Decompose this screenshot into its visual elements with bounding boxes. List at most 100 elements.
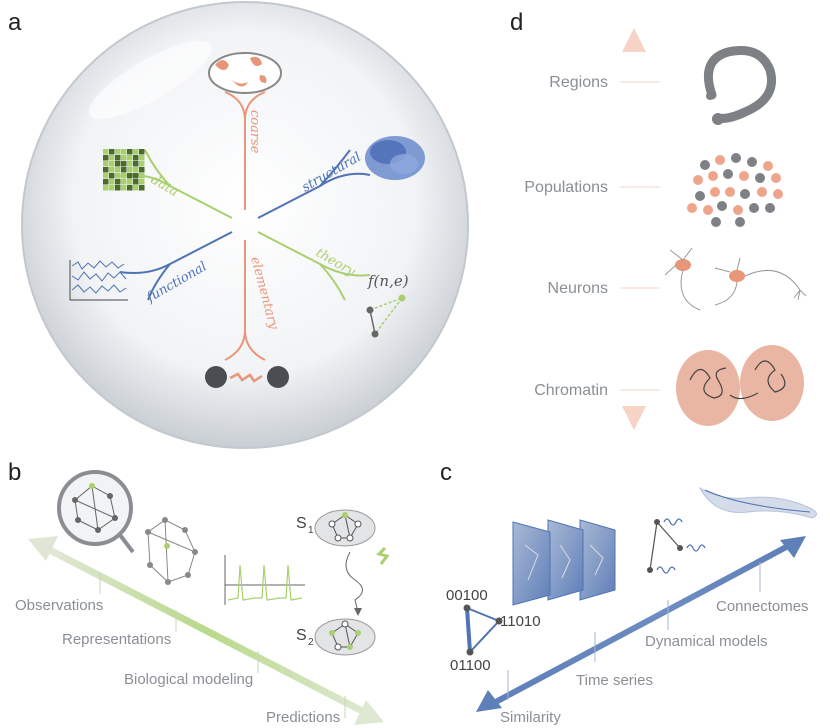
worm-body-icon [698, 486, 817, 519]
population-dot [735, 217, 745, 227]
scale-label-regions: Regions [549, 74, 608, 91]
matrix-cell [121, 155, 127, 161]
inference-arrow-end [354, 700, 384, 725]
theory-formula: f(n,e) [367, 272, 409, 290]
transition-arrowhead [354, 608, 362, 616]
modeling-label-3: Similarity [500, 709, 561, 726]
matrix-cell [109, 179, 115, 185]
modeling-arrow-start [476, 690, 502, 712]
binary-code-2: 11010 [500, 613, 541, 630]
matrix-cell [115, 173, 121, 179]
binary-code-3: 01100 [450, 657, 491, 674]
matrix-cell [109, 161, 115, 167]
inference-label-0: Observations [15, 597, 103, 614]
population-dot [695, 191, 705, 201]
neurons-icon [664, 247, 807, 311]
data-matrix-icon [103, 149, 145, 191]
representation-graph-icon [145, 517, 198, 585]
state1-subscript: 1 [308, 525, 314, 536]
functional-branch [119, 231, 233, 301]
matrix-cell [133, 185, 139, 191]
population-dot [749, 203, 759, 213]
population-dot [715, 155, 725, 165]
matrix-cell [121, 167, 127, 173]
elementary-branch [224, 240, 266, 361]
population-dot [773, 189, 783, 199]
matrix-cell [127, 161, 133, 167]
matrix-cell [133, 161, 139, 167]
scale-label-chromatin: Chromatin [534, 382, 608, 399]
matrix-cell [109, 185, 115, 191]
regions-tract-icon [704, 46, 776, 123]
inference-label-2: Biological modeling [124, 671, 253, 688]
matrix-cell [103, 179, 109, 185]
scale-label-neurons: Neurons [548, 280, 608, 297]
matrix-cell [127, 185, 133, 191]
population-dot [711, 217, 721, 227]
theory-branch [257, 231, 371, 301]
regions-node-icon [712, 113, 724, 125]
timeseries-icon [69, 260, 128, 301]
populations-dots-icon [687, 153, 783, 227]
transition-path [345, 551, 363, 613]
matrix-cell [127, 167, 133, 173]
population-dot [740, 189, 750, 199]
matrix-cell [133, 179, 139, 185]
population-dot [710, 187, 720, 197]
scale-label-populations: Populations [524, 179, 608, 196]
matrix-cell [139, 167, 145, 173]
worm-connectome-icon [704, 489, 811, 513]
scale-arrow-up [622, 28, 646, 52]
brain-scan-icon [365, 136, 425, 180]
panel-d-letter: d [510, 9, 523, 36]
population-dot [687, 203, 697, 213]
panel-a-letter: a [8, 9, 22, 36]
matrix-cell [109, 167, 115, 173]
matrix-cell [115, 179, 121, 185]
interaction-squiggle [229, 372, 263, 383]
matrix-cell [103, 161, 109, 167]
population-dot [693, 175, 703, 185]
inference-axis [38, 541, 372, 719]
matrix-cell [139, 185, 145, 191]
population-dot [717, 201, 727, 211]
matrix-cell [115, 167, 121, 173]
matrix-cell [139, 161, 145, 167]
stimulus-bolt-icon [376, 546, 390, 565]
matrix-cell [139, 155, 145, 161]
population-dot [763, 161, 773, 171]
modeling-axis [488, 542, 792, 708]
population-dot [739, 171, 749, 181]
matrix-cell [133, 149, 139, 155]
inference-label-3: Predictions [266, 709, 340, 726]
chromatin-icon [676, 345, 804, 426]
matrix-cell [115, 185, 121, 191]
matrix-cell [103, 155, 109, 161]
similarity-graph-icon [463, 604, 503, 656]
population-dot [755, 173, 765, 183]
sphere-highlight [88, 40, 212, 120]
spike-train-icon [224, 555, 305, 605]
structural-branch [257, 149, 371, 219]
matrix-cell [121, 161, 127, 167]
modeling-label-1: Dynamical models [645, 633, 768, 650]
matrix-cell [109, 173, 115, 179]
matrix-cell [127, 173, 133, 179]
population-dot [747, 157, 757, 167]
matrix-cell [121, 185, 127, 191]
panel-b-letter: b [8, 459, 21, 486]
population-dot [723, 169, 733, 179]
matrix-cell [109, 149, 115, 155]
dynamical-model-icon [647, 518, 706, 574]
state2-brain-icon [314, 618, 376, 656]
state1-label: S [296, 515, 307, 532]
matrix-cell [109, 155, 115, 161]
matrix-cell [121, 173, 127, 179]
matrix-cell [115, 161, 121, 167]
matrix-cell [127, 155, 133, 161]
matrix-cell [139, 179, 145, 185]
matrix-cell [139, 149, 145, 155]
